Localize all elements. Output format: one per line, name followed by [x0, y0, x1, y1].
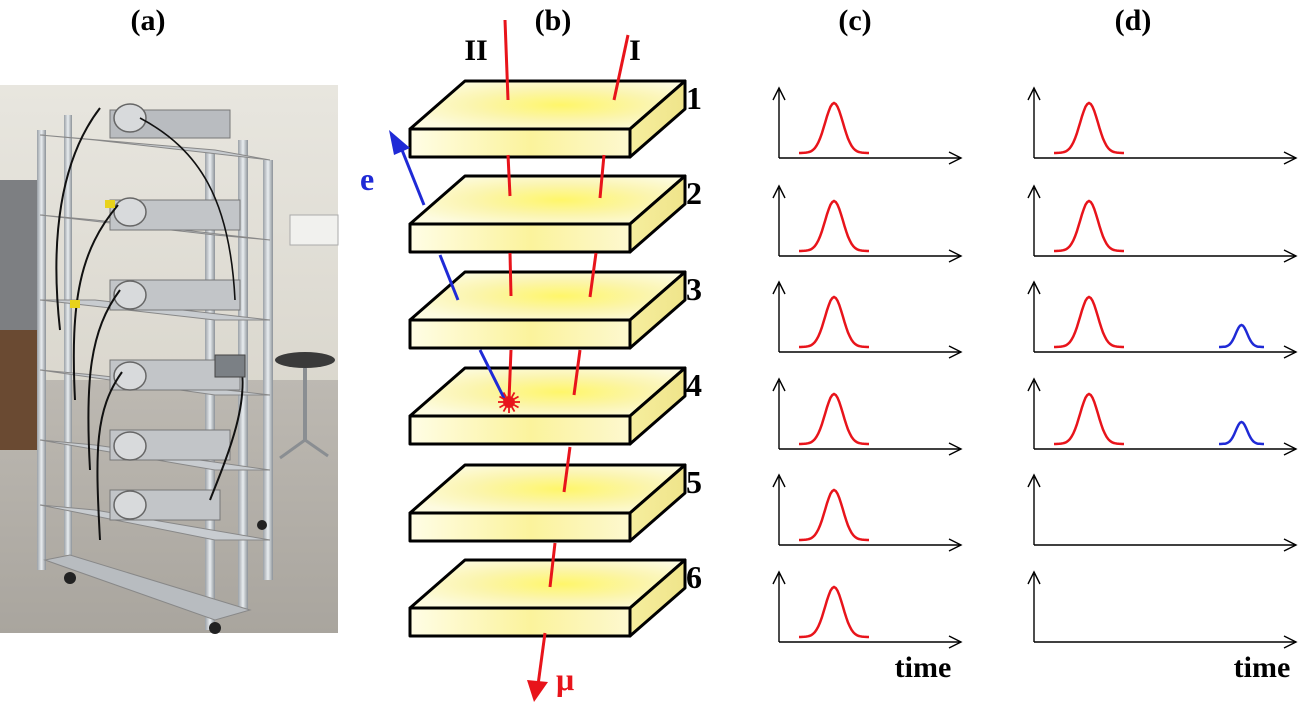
scintillator-slab-1: 1 — [408, 79, 702, 159]
electron-pulse — [1219, 323, 1264, 349]
layer-number-1: 1 — [686, 80, 702, 116]
muon-pulse — [799, 585, 869, 639]
decay-star-icon — [498, 391, 520, 413]
c-signal-plot-layer-5 — [772, 473, 963, 552]
muon-track-segment — [548, 542, 557, 588]
muon-track-segment — [508, 252, 513, 297]
layer-number-2: 2 — [686, 175, 702, 211]
c-signal-plot-layer-2 — [772, 184, 963, 263]
d-signal-plot-layer-5 — [1027, 473, 1298, 552]
d-signal-plot-layer-4 — [1027, 377, 1298, 456]
panel-label-d: (d) — [1115, 4, 1152, 37]
photo-stool-seat — [275, 352, 335, 368]
scintillator-slab-6: 6 — [408, 558, 702, 638]
c-signal-plot-layer-6 — [772, 570, 963, 649]
layer-number-6: 6 — [686, 559, 702, 595]
muon-label: μ — [556, 661, 574, 697]
electron-track-segment — [478, 349, 507, 401]
muon-pulse — [799, 488, 869, 542]
electron-track-segment — [400, 149, 426, 206]
d-signal-plot-layer-2 — [1027, 184, 1298, 263]
layer-number-4: 4 — [686, 367, 702, 403]
electron-pulse — [1219, 420, 1264, 446]
muon-pulse — [1054, 199, 1124, 253]
d-signal-plot-layer-6 — [1027, 570, 1298, 649]
muon-track-segment — [562, 446, 572, 493]
signals-column-d — [1027, 86, 1298, 649]
electron-label: e — [360, 161, 374, 197]
track-label-I: I — [629, 34, 641, 67]
d-signal-plot-layer-3 — [1027, 280, 1298, 359]
muon-pulse — [1054, 101, 1124, 155]
signals-column-c — [772, 86, 963, 649]
track-label-II: II — [464, 34, 487, 67]
scintillator-slab-4: 4 — [408, 366, 702, 446]
layer-number-5: 5 — [686, 464, 702, 500]
muon-track-segment — [612, 34, 630, 101]
photo-frame — [37, 103, 273, 634]
d-signal-plot-layer-1 — [1027, 86, 1298, 165]
panel-label-b: (b) — [535, 4, 572, 37]
muon-track-segment — [598, 154, 606, 199]
muon-pulse — [799, 199, 869, 253]
photo-wall-socket — [289, 214, 339, 246]
c-signal-plot-layer-4 — [772, 377, 963, 456]
electron-arrowhead — [389, 130, 410, 155]
muon-track-segment — [536, 632, 547, 686]
c-signal-plot-layer-1 — [772, 86, 963, 165]
muon-arrowhead — [527, 680, 548, 702]
panel-label-a: (a) — [131, 4, 166, 37]
c-signal-plot-layer-3 — [772, 280, 963, 359]
muon-pulse — [799, 392, 869, 446]
muon-track-segment — [506, 154, 512, 197]
muon-track-segment — [503, 19, 510, 101]
scintillator-slab-5: 5 — [408, 463, 702, 543]
scintillator-slab-3: 3 — [408, 270, 702, 350]
muon-track-segment — [588, 252, 598, 298]
time-axis-label-d: time — [1234, 651, 1291, 684]
electron-track-segment — [438, 254, 460, 301]
detector-stack-photo — [0, 85, 339, 634]
muon-pulse — [799, 101, 869, 155]
muon-pulse — [1054, 392, 1124, 446]
muon-pulse — [1054, 295, 1124, 349]
muon-pulse — [799, 295, 869, 349]
scintillator-slab-2: 2 — [408, 174, 702, 254]
photo-desk — [0, 330, 40, 450]
muon-track-segment — [572, 349, 582, 396]
layer-number-3: 3 — [686, 271, 702, 307]
time-axis-label-c: time — [895, 651, 952, 684]
panel-label-c: (c) — [838, 4, 871, 37]
